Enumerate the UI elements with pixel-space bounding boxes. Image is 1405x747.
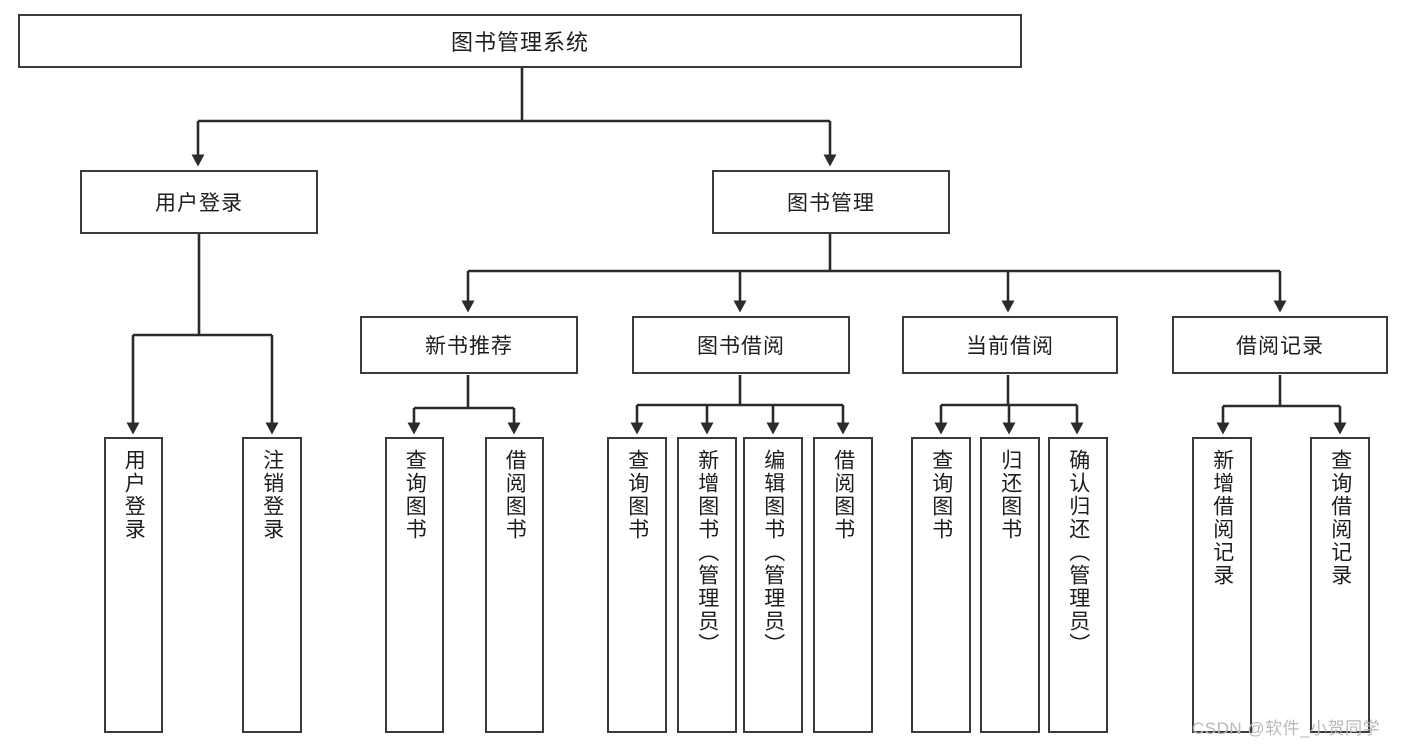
node-current-borrow-label: 当前借阅 [966,335,1054,358]
node-leaf-query-book-3-label: 查询图书 [929,449,953,541]
node-leaf-add-record-label: 新增借阅记录 [1210,449,1234,587]
node-leaf-borrow-book-2-label: 借阅图书 [831,449,855,541]
node-new-book-recommend-label: 新书推荐 [425,335,513,358]
node-leaf-confirm-return[interactable]: 确认归还（管理员） [1048,437,1108,733]
node-leaf-confirm-return-label: 确认归还（管理员） [1066,449,1090,656]
node-borrow-record[interactable]: 借阅记录 [1172,316,1388,374]
node-book-borrow-label: 图书借阅 [697,335,785,358]
node-leaf-edit-book[interactable]: 编辑图书（管理员） [743,437,803,733]
node-book-manage[interactable]: 图书管理 [712,170,950,234]
node-leaf-borrow-book-1[interactable]: 借阅图书 [485,437,544,733]
node-leaf-query-book-1-label: 查询图书 [403,449,427,541]
node-borrow-record-label: 借阅记录 [1236,335,1324,358]
node-book-manage-label: 图书管理 [787,192,875,215]
csdn-watermark: CSDN @软件_小贺同学 [1192,719,1381,738]
node-leaf-add-book-label: 新增图书（管理员） [695,449,719,656]
node-leaf-edit-book-label: 编辑图书（管理员） [761,449,785,656]
node-leaf-query-book-2-label: 查询图书 [625,449,649,541]
node-leaf-query-record-label: 查询借阅记录 [1328,449,1352,587]
node-user-login-label: 用户登录 [155,192,243,215]
node-current-borrow[interactable]: 当前借阅 [902,316,1118,374]
node-leaf-query-record[interactable]: 查询借阅记录 [1310,437,1370,733]
node-leaf-add-record[interactable]: 新增借阅记录 [1192,437,1252,733]
node-book-borrow[interactable]: 图书借阅 [632,316,850,374]
node-leaf-query-book-3[interactable]: 查询图书 [911,437,971,733]
node-leaf-user-login[interactable]: 用户登录 [104,437,163,733]
node-leaf-borrow-book-2[interactable]: 借阅图书 [813,437,873,733]
node-leaf-borrow-book-1-label: 借阅图书 [503,449,527,541]
node-leaf-add-book[interactable]: 新增图书（管理员） [677,437,737,733]
node-leaf-user-login-label: 用户登录 [122,449,146,541]
node-leaf-query-book-1[interactable]: 查询图书 [385,437,444,733]
node-leaf-user-logout[interactable]: 注销登录 [242,437,302,733]
node-new-book-recommend[interactable]: 新书推荐 [360,316,578,374]
node-leaf-return-book[interactable]: 归还图书 [980,437,1040,733]
node-user-login[interactable]: 用户登录 [80,170,318,234]
node-leaf-query-book-2[interactable]: 查询图书 [607,437,667,733]
node-root[interactable]: 图书管理系统 [18,14,1022,68]
node-leaf-user-logout-label: 注销登录 [260,449,284,541]
node-leaf-return-book-label: 归还图书 [998,449,1022,541]
node-root-label: 图书管理系统 [450,30,589,55]
